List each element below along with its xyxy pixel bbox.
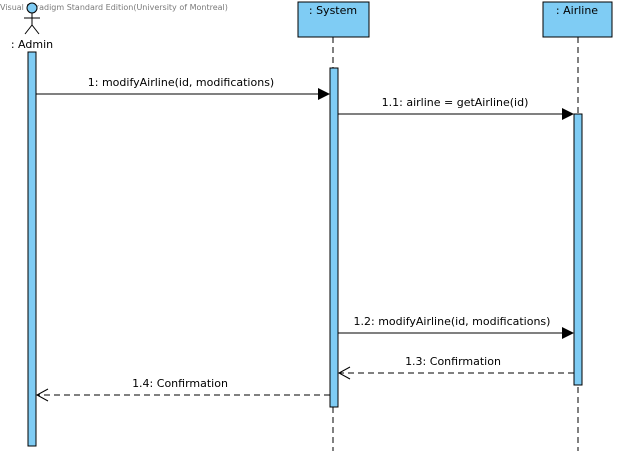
participant-system[interactable]: : System — [297, 1, 370, 38]
system-label: : System — [309, 4, 357, 17]
message-1-3[interactable]: 1.3: Confirmation — [337, 355, 574, 380]
admin-label: : Admin — [11, 38, 53, 51]
watermark-text: Visual Paradigm Standard Edition(Univers… — [0, 3, 228, 12]
actor-left-leg — [24, 24, 33, 35]
message-1-2-label: 1.2: modifyAirline(id, modifications) — [354, 315, 551, 328]
message-1-label: 1: modifyAirline(id, modifications) — [88, 76, 274, 89]
message-1-2-arrowhead-icon — [562, 327, 574, 339]
message-1-arrowhead-icon — [318, 88, 330, 100]
system-activation-bar[interactable] — [329, 67, 339, 408]
message-1[interactable]: 1: modifyAirline(id, modifications) — [36, 76, 330, 100]
airline-activation-bar[interactable] — [573, 113, 583, 386]
message-1-1-arrowhead-icon — [562, 108, 574, 120]
participant-airline[interactable]: : Airline — [542, 1, 613, 38]
message-1-1-label: 1.1: airline = getAirline(id) — [382, 96, 529, 109]
actor-head-icon — [26, 2, 38, 14]
message-1-4-arrowhead-icon — [35, 388, 49, 402]
message-1-4-label: 1.4: Confirmation — [132, 377, 228, 390]
system-box — [297, 1, 370, 38]
actor-right-leg — [31, 24, 40, 35]
actor-admin[interactable]: : Admin — [11, 2, 53, 51]
message-1-2[interactable]: 1.2: modifyAirline(id, modifications) — [338, 315, 574, 339]
admin-activation-bar[interactable] — [27, 51, 37, 447]
message-1-4[interactable]: 1.4: Confirmation — [35, 377, 330, 402]
airline-label: : Airline — [556, 4, 598, 17]
message-1-3-arrowhead-icon — [337, 366, 351, 380]
message-1-3-label: 1.3: Confirmation — [405, 355, 501, 368]
message-1-1[interactable]: 1.1: airline = getAirline(id) — [338, 96, 574, 120]
